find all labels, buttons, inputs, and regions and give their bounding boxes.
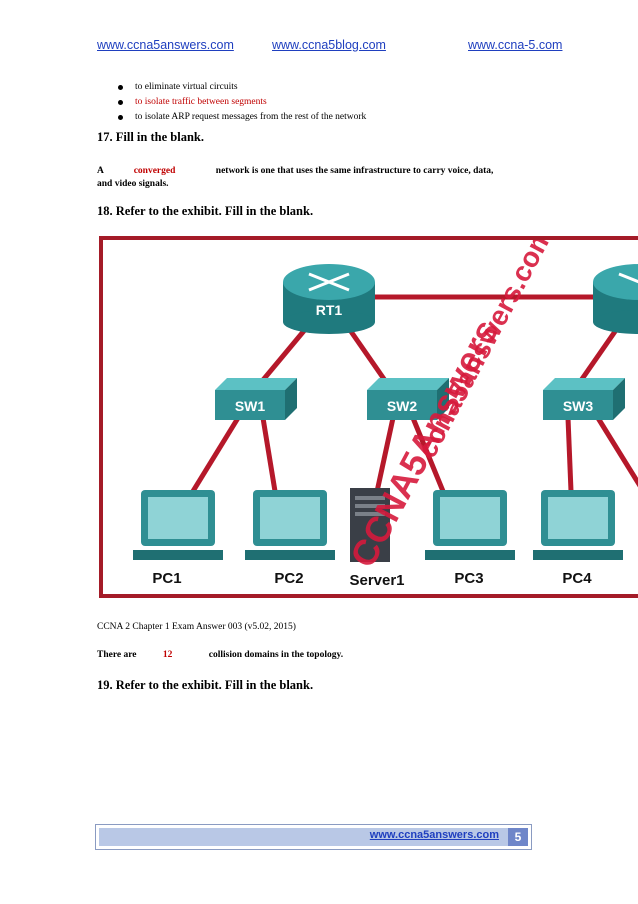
page-header: www.ccna5answers.com www.ccna5blog.com w… — [0, 38, 638, 54]
question-18-sentence: There are 12 collision domains in the to… — [97, 650, 343, 660]
question-17-title: 17. Fill in the blank. — [97, 130, 204, 144]
header-link-ccna-5[interactable]: www.ccna-5.com — [468, 38, 563, 52]
list-item-text: to isolate ARP request messages from the… — [135, 112, 367, 122]
server-server1: Server1 — [349, 488, 405, 589]
answer-options-list: to eliminate virtual circuits to isolate… — [118, 80, 366, 125]
question-19-title: 19. Refer to the exhibit. Fill in the bl… — [97, 678, 314, 692]
topology-diagram: RT1 RT SW1 — [133, 240, 638, 589]
page-footer: www.ccna5answers.com 5 — [95, 824, 532, 850]
host-label: PC4 — [562, 570, 592, 587]
pc-pc4: PC4 — [533, 490, 623, 587]
exhibit-caption: CCNA 2 Chapter 1 Exam Answer 003 (v5.02,… — [97, 622, 296, 632]
switch-sw1: SW1 — [215, 378, 297, 420]
q17-answer: converged — [133, 166, 176, 176]
page-number: 5 — [508, 828, 528, 846]
bullet-icon — [118, 100, 123, 105]
router-icon — [593, 264, 638, 300]
router-label: RT1 — [316, 302, 343, 318]
header-link-ccna5blog[interactable]: www.ccna5blog.com — [272, 38, 386, 52]
question-17-sentence-line2: and video signals. — [97, 179, 169, 189]
cable-sw3-offscreen — [595, 416, 638, 488]
q17-suffix: network is one that uses the same infras… — [215, 166, 494, 176]
host-label: PC3 — [454, 570, 483, 587]
switch-icon — [215, 378, 297, 390]
q17-prefix: A — [97, 166, 104, 176]
list-item-text: to eliminate virtual circuits — [135, 82, 238, 92]
pc-pc3: PC3 — [425, 490, 515, 587]
switch-icon — [543, 378, 625, 390]
switch-icon — [367, 378, 449, 390]
server-icon — [350, 488, 390, 562]
pc-pc2: PC2 — [245, 490, 335, 587]
q18-suffix: collision domains in the topology. — [208, 650, 344, 660]
pc-pc1: PC1 — [133, 490, 223, 587]
switch-label: SW2 — [387, 398, 418, 414]
network-topology: RT1 RT SW1 — [103, 240, 638, 594]
list-item-correct: to isolate traffic between segments — [118, 95, 366, 110]
exhibit-frame: RT1 RT SW1 — [99, 236, 638, 598]
list-item: to eliminate virtual circuits — [118, 80, 366, 95]
switch-label: SW3 — [563, 398, 594, 414]
switch-sw2: SW2 — [367, 378, 449, 420]
bullet-icon — [118, 85, 123, 90]
switch-sw3: SW3 — [543, 378, 625, 420]
switch-label: SW1 — [235, 398, 266, 414]
host-label: PC2 — [274, 570, 303, 587]
question-18-title: 18. Refer to the exhibit. Fill in the bl… — [97, 204, 314, 218]
list-item: to isolate ARP request messages from the… — [118, 110, 366, 125]
q18-prefix: There are — [97, 650, 137, 660]
router-rt1: RT1 — [283, 264, 375, 334]
watermark-text: ccna5answers.com — [411, 240, 559, 463]
host-label: PC1 — [152, 570, 181, 587]
footer-bar — [99, 828, 528, 846]
q18-answer: 12 — [162, 650, 173, 660]
question-17-sentence: A converged network is one that uses the… — [97, 166, 537, 176]
bullet-icon — [118, 115, 123, 120]
router-rt2: RT — [593, 264, 638, 334]
host-label: Server1 — [349, 572, 404, 589]
list-item-text: to isolate traffic between segments — [135, 97, 267, 107]
footer-link[interactable]: www.ccna5answers.com — [369, 829, 499, 841]
header-link-ccna5answers[interactable]: www.ccna5answers.com — [97, 38, 234, 52]
